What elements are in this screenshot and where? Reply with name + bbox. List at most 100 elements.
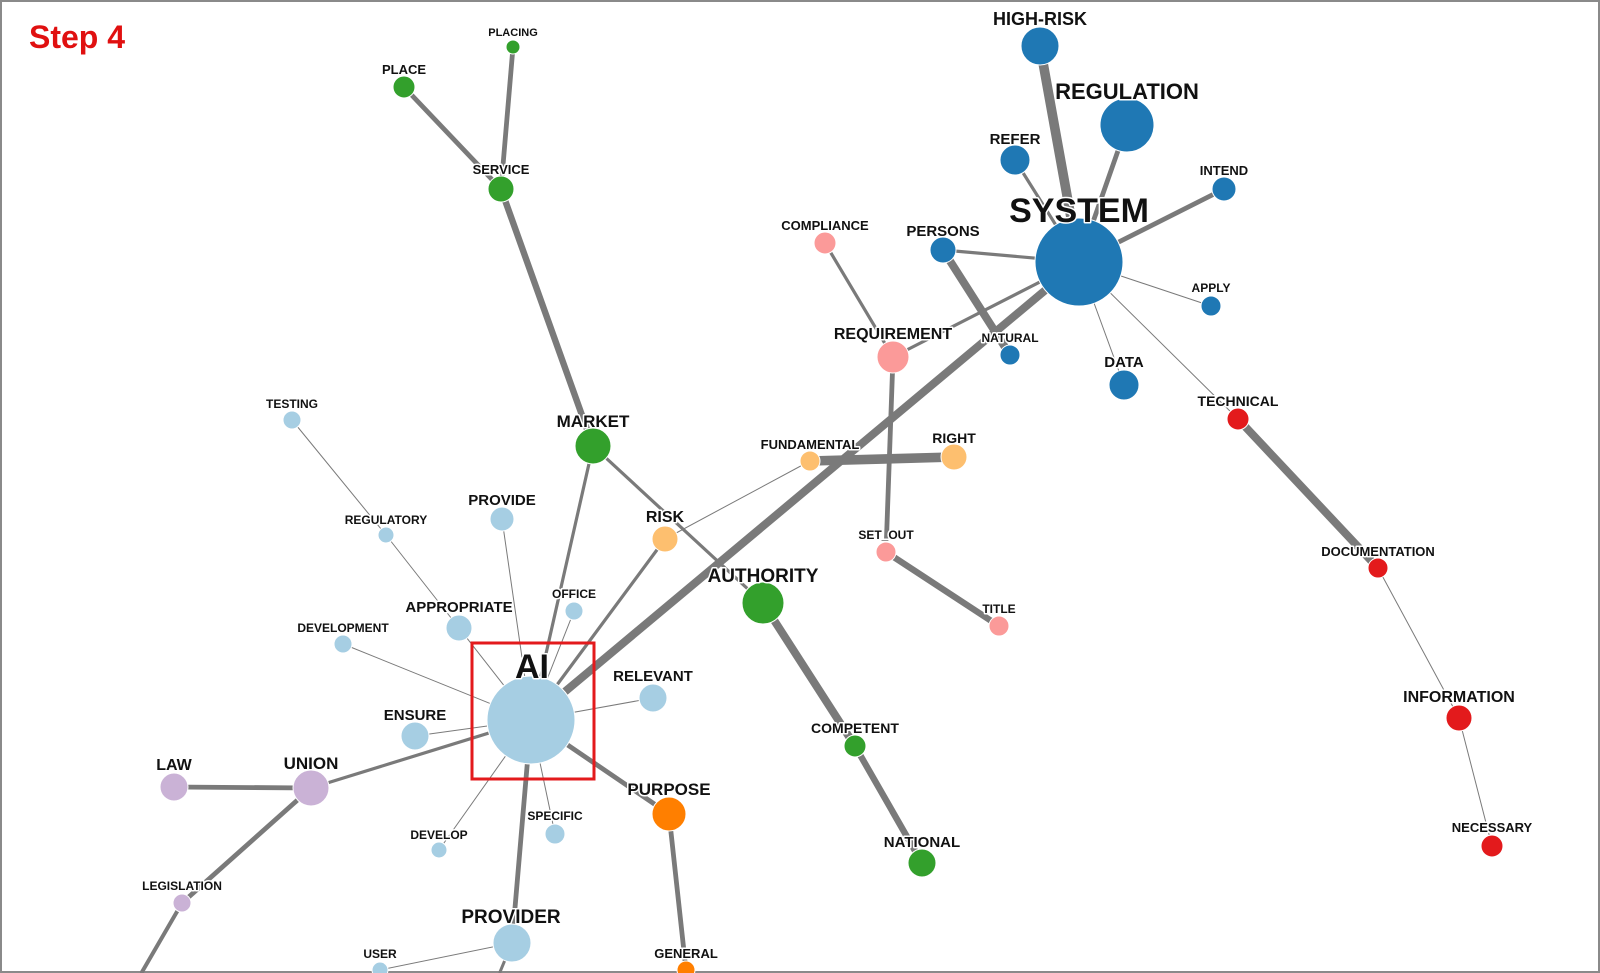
node-develop[interactable]: [430, 841, 448, 859]
node-refer[interactable]: [999, 144, 1031, 176]
node-fundamental[interactable]: [799, 450, 821, 472]
node-label-system: SYSTEM: [1009, 192, 1149, 230]
node-specific[interactable]: [544, 823, 566, 845]
node-market[interactable]: [574, 427, 612, 465]
node-necessary[interactable]: [1480, 834, 1504, 858]
edge-legislation-offscreen: [140, 901, 184, 973]
node-regulatory[interactable]: [377, 526, 395, 544]
node-purpose[interactable]: [651, 796, 687, 832]
edge-persons-natural: [939, 246, 1014, 359]
node-label-national: NATIONAL: [884, 834, 960, 851]
node-label-general: GENERAL: [654, 946, 718, 961]
edge-documentation-information: [1377, 567, 1460, 719]
node-label-testing: TESTING: [266, 397, 318, 411]
node-regulation[interactable]: [1099, 97, 1155, 153]
node-risk[interactable]: [651, 525, 679, 553]
node-label-union: UNION: [284, 754, 339, 773]
node-relevant[interactable]: [638, 683, 668, 713]
node-label-data: DATA: [1104, 354, 1144, 371]
edge-fundamental-right: [805, 452, 959, 466]
node-label-user: USER: [363, 947, 397, 961]
edge-union-legislation: [179, 785, 314, 906]
node-label-apply: APPLY: [1192, 281, 1231, 295]
node-label-right: RIGHT: [932, 430, 976, 446]
edge-union-law: [171, 784, 314, 791]
node-label-legislation: LEGISLATION: [142, 879, 222, 893]
node-label-specific: SPECIFIC: [527, 809, 583, 823]
node-persons[interactable]: [929, 236, 957, 264]
edge-market-service: [497, 185, 597, 450]
node-label-appropriate: APPROPRIATE: [405, 599, 512, 616]
node-set_out[interactable]: [875, 541, 897, 563]
node-label-natural: NATURAL: [981, 331, 1038, 345]
node-label-competent: COMPETENT: [811, 720, 899, 736]
edge-information-necessary: [1458, 717, 1493, 847]
edge-service-placing: [498, 44, 516, 192]
node-label-service: SERVICE: [473, 162, 530, 177]
node-general[interactable]: [676, 960, 696, 973]
step-label: Step 4: [29, 19, 125, 55]
edge-service-place: [401, 84, 504, 192]
node-competent[interactable]: [843, 734, 867, 758]
node-label-documentation: DOCUMENTATION: [1321, 544, 1435, 559]
node-label-compliance: COMPLIANCE: [781, 218, 869, 233]
node-compliance[interactable]: [813, 231, 837, 255]
node-place[interactable]: [392, 75, 416, 99]
node-user[interactable]: [371, 961, 389, 973]
node-right[interactable]: [940, 443, 968, 471]
edge-competent-national: [851, 742, 926, 867]
node-documentation[interactable]: [1367, 557, 1389, 579]
node-data[interactable]: [1108, 369, 1140, 401]
node-label-title: TITLE: [982, 602, 1015, 616]
node-system[interactable]: [1034, 217, 1124, 307]
node-label-information: INFORMATION: [1403, 689, 1515, 706]
edge-regulatory-testing: [291, 419, 387, 536]
node-law[interactable]: [159, 772, 189, 802]
node-label-regulatory: REGULATORY: [345, 513, 427, 527]
node-label-develop: DEVELOP: [410, 828, 467, 842]
node-ai[interactable]: [486, 675, 576, 765]
highlight-box: [470, 641, 596, 781]
node-label-necessary: NECESSARY: [1452, 820, 1533, 835]
node-label-high-risk: HIGH-RISK: [993, 9, 1087, 29]
edge-regulatory-appropriate: [385, 534, 460, 629]
node-national[interactable]: [907, 848, 937, 878]
node-office[interactable]: [564, 601, 584, 621]
node-ensure[interactable]: [400, 721, 430, 751]
node-development[interactable]: [333, 634, 353, 654]
node-natural[interactable]: [999, 344, 1021, 366]
node-placing[interactable]: [505, 39, 521, 55]
node-information[interactable]: [1445, 704, 1473, 732]
node-technical[interactable]: [1226, 407, 1250, 431]
node-label-fundamental: FUNDAMENTAL: [761, 437, 860, 452]
node-label-law: LAW: [156, 757, 192, 774]
edge-risk-fundamental: [664, 460, 811, 540]
edge-market-authority: [591, 444, 765, 605]
edge-set_out-title: [882, 548, 1003, 630]
node-provide[interactable]: [489, 506, 515, 532]
node-label-risk: RISK: [646, 509, 685, 526]
node-layer: [159, 26, 1504, 973]
node-high-risk[interactable]: [1020, 26, 1060, 66]
node-service[interactable]: [487, 175, 515, 203]
node-union[interactable]: [292, 769, 330, 807]
node-legislation[interactable]: [172, 893, 192, 913]
node-intend[interactable]: [1211, 176, 1237, 202]
node-provider[interactable]: [492, 923, 532, 963]
node-apply[interactable]: [1200, 295, 1222, 317]
node-label-purpose: PURPOSE: [627, 780, 710, 799]
node-testing[interactable]: [282, 410, 302, 430]
node-label-technical: TECHNICAL: [1198, 393, 1279, 409]
node-label-intend: INTEND: [1200, 163, 1248, 178]
label-layer: AIPROVIDEREGULATORYTESTINGOFFICEAPPROPRI…: [141, 8, 1534, 963]
node-authority[interactable]: [741, 581, 785, 625]
node-label-persons: PERSONS: [906, 223, 979, 240]
edge-technical-documentation: [1234, 415, 1382, 572]
node-label-requirement: REQUIREMENT: [834, 326, 952, 343]
node-label-market: MARKET: [557, 412, 630, 431]
node-label-set_out: SET_OUT: [858, 528, 914, 542]
node-requirement[interactable]: [876, 340, 910, 374]
node-appropriate[interactable]: [445, 614, 473, 642]
node-title[interactable]: [988, 615, 1010, 637]
